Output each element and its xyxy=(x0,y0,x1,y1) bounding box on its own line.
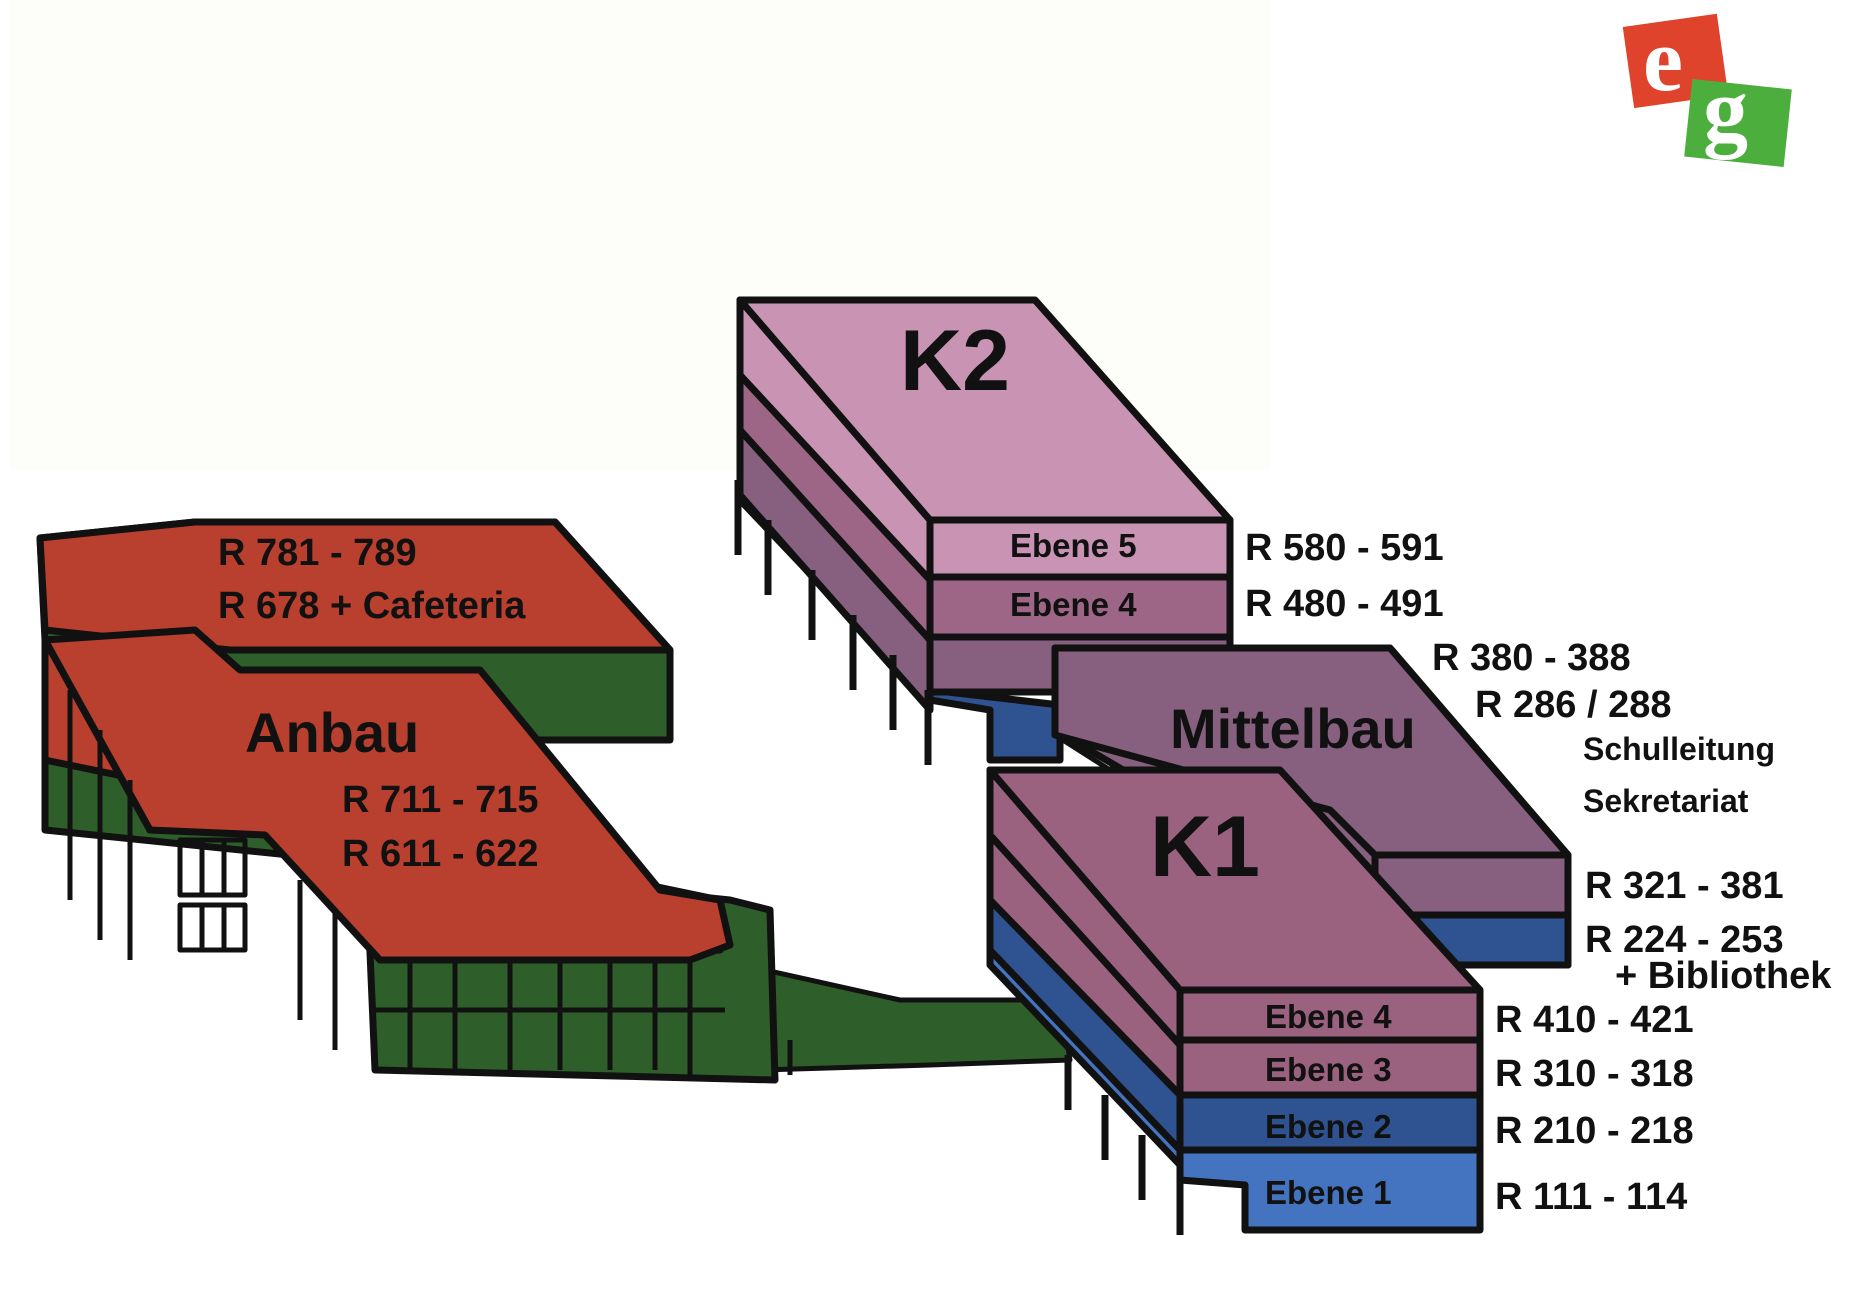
mittelbau-rooms-3: R 321 - 381 xyxy=(1585,865,1784,907)
anbau-rooms-lower-2: R 611 - 622 xyxy=(342,833,538,875)
k2-level-5-rooms: R 580 - 591 xyxy=(1245,527,1444,569)
k2-level-5-label: Ebene 5 xyxy=(1010,527,1137,564)
anbau-rooms-lower-1: R 711 - 715 xyxy=(342,779,538,821)
k1-level-4-label: Ebene 4 xyxy=(1265,998,1392,1035)
anbau-rooms-upper-2: R 678 + Cafeteria xyxy=(218,585,526,627)
mittelbau-office-2: Sekretariat xyxy=(1583,783,1749,819)
mittelbau-office-1: Schulleitung xyxy=(1583,731,1775,767)
anbau-windows xyxy=(67,690,725,1075)
k2-level-4-rooms: R 480 - 491 xyxy=(1245,583,1444,625)
mittelbau-rooms-1: R 380 - 388 xyxy=(1432,637,1631,679)
k1-level-2-rooms: R 210 - 218 xyxy=(1495,1110,1694,1152)
mittelbau-rooms-4: R 224 - 253 xyxy=(1585,919,1784,961)
k1-level-3-rooms: R 310 - 318 xyxy=(1495,1053,1694,1095)
k2-columns xyxy=(734,480,932,765)
k1-title: K1 xyxy=(1150,799,1260,895)
k1-level-1-rooms: R 111 - 114 xyxy=(1495,1176,1687,1218)
school-logo: e g xyxy=(1622,11,1792,168)
k1-level-4-rooms: R 410 - 421 xyxy=(1495,999,1694,1041)
mittelbau-title: Mittelbau xyxy=(1170,697,1416,760)
k1-level-1-label: Ebene 1 xyxy=(1265,1174,1392,1211)
anbau-rooms-upper-1: R 781 - 789 xyxy=(218,532,417,574)
k1-columns xyxy=(1064,1055,1184,1235)
k1-level-3-label: Ebene 3 xyxy=(1265,1051,1392,1088)
logo-letter-g: g xyxy=(1703,61,1748,160)
mittelbau-rooms-2: R 286 / 288 xyxy=(1475,684,1671,726)
logo-green-square xyxy=(1684,78,1792,168)
k2-building: K2 Ebene 5 Ebene 4 R 580 - 591 R 480 - 4… xyxy=(734,296,1444,765)
anbau-building: R 781 - 789 R 678 + Cafeteria Anbau R 71… xyxy=(36,518,779,1084)
mittelbau-rooms-5: + Bibliothek xyxy=(1615,955,1832,997)
k1-building: K1 Ebene 4 Ebene 3 Ebene 2 Ebene 1 R 410… xyxy=(986,766,1694,1235)
logo-letter-e: e xyxy=(1643,11,1683,110)
k1-level-2-label: Ebene 2 xyxy=(1265,1108,1392,1145)
anbau-title: Anbau xyxy=(245,701,419,764)
k2-title: K2 xyxy=(900,313,1010,409)
k2-level-4-label: Ebene 4 xyxy=(1010,586,1137,623)
